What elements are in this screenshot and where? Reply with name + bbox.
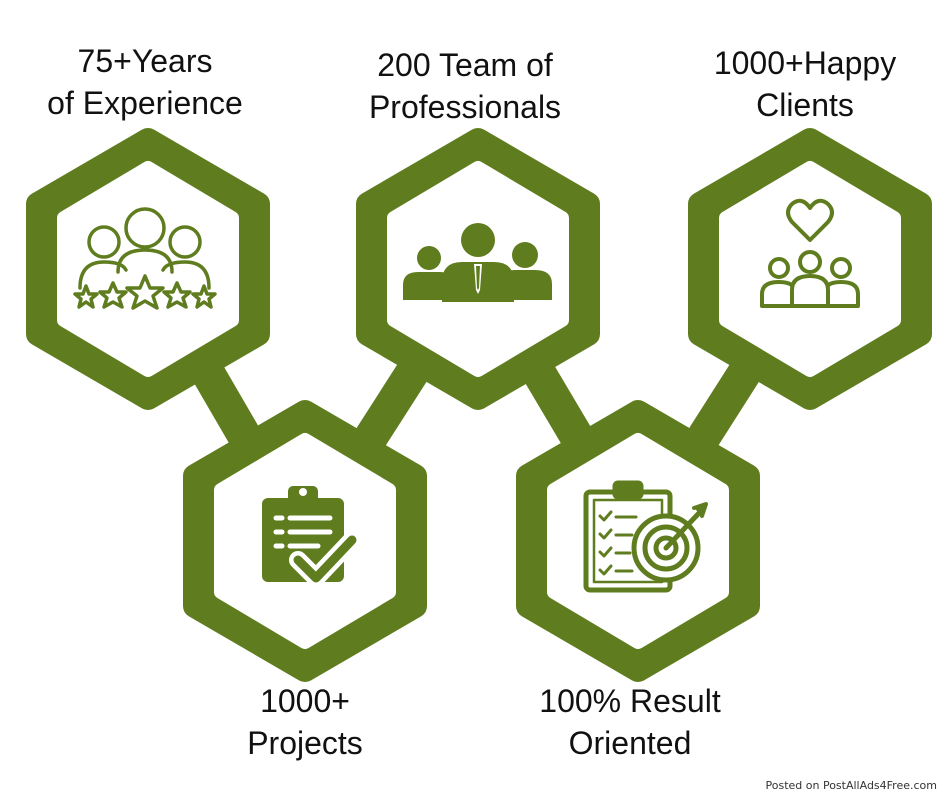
stat-projects-line1: 1000+ bbox=[260, 683, 350, 719]
watermark: Posted on PostAllAds4Free.com bbox=[765, 779, 938, 792]
hexagon-experience bbox=[26, 128, 270, 410]
stat-result-line2: Oriented bbox=[568, 725, 692, 761]
stat-experience-line2: of Experience bbox=[47, 85, 243, 121]
stat-result-line1: 100% Result bbox=[539, 683, 721, 719]
stat-result: 100% Result Oriented bbox=[500, 680, 760, 764]
checklist-target-icon bbox=[583, 480, 708, 593]
stat-team-line1: 200 Team of bbox=[377, 47, 553, 83]
clipboard-check-icon bbox=[262, 486, 361, 587]
hexagon-team bbox=[356, 128, 600, 410]
stat-projects: 1000+ Projects bbox=[180, 680, 430, 764]
stat-team-line2: Professionals bbox=[368, 89, 562, 125]
hexagon-clients bbox=[688, 128, 932, 410]
stat-clients-line1: 1000+Happy bbox=[713, 45, 897, 81]
stat-team: 200 Team of Professionals bbox=[340, 44, 590, 128]
stat-experience-line1: 75+Years bbox=[77, 43, 213, 79]
stat-clients-line2: Clients bbox=[756, 87, 854, 123]
people-stars-icon bbox=[73, 207, 217, 310]
stat-projects-line2: Projects bbox=[247, 725, 363, 761]
stat-clients: 1000+Happy Clients bbox=[680, 42, 930, 126]
heart-people-icon bbox=[760, 198, 860, 308]
stat-experience: 75+Years of Experience bbox=[20, 40, 270, 124]
team-professionals-icon bbox=[403, 223, 552, 302]
